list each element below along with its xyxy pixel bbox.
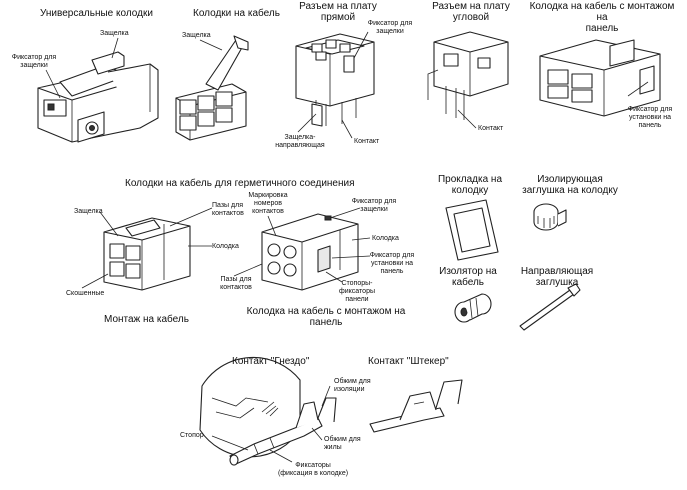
label-latch-retainer-1: Фиксатор для защелки bbox=[11, 54, 57, 69]
label-contact-2: Контакт bbox=[478, 125, 504, 132]
label-contact-1: Контакт bbox=[354, 138, 380, 145]
title-plug: Изолирующая заглушка на колодку bbox=[522, 174, 618, 196]
guide-plug-drawing bbox=[519, 283, 581, 331]
board-angle-drawing bbox=[427, 31, 509, 120]
label-housing-2: Колодка bbox=[372, 235, 399, 242]
gasket-drawing bbox=[445, 199, 499, 261]
label-panel-stoppers: Стопоры- фиксаторы панели bbox=[339, 280, 375, 303]
title-guide-plug: Направляющая заглушка bbox=[520, 266, 594, 288]
cable-housing-drawing bbox=[175, 35, 249, 141]
plug-drawing bbox=[533, 203, 567, 231]
pin-contact-drawing bbox=[369, 379, 463, 433]
label-contact-slots-1: Пазы для контактов bbox=[212, 202, 244, 217]
label-latch-2: Защелка bbox=[182, 32, 211, 39]
title-insulator: Изолятор на кабель bbox=[439, 266, 497, 288]
title-panel-cable: Колодка на кабель с монтажом на панель bbox=[529, 1, 675, 34]
label-latch-guide: Защелка- направляющая bbox=[275, 134, 325, 149]
insulator-drawing bbox=[454, 293, 492, 323]
label-latch-retainer-3: Фиксатор для защелки bbox=[351, 198, 397, 213]
label-latch-1: Защелка bbox=[100, 30, 129, 37]
title-sealed: Колодки на кабель для герметичного соеди… bbox=[125, 178, 355, 189]
title-socket: Контакт "Гнездо" bbox=[232, 356, 310, 367]
title-panel-cable-2: Колодка на кабель с монтажом на панель bbox=[246, 306, 406, 328]
universal-housing-drawing bbox=[37, 51, 159, 143]
leader-lines bbox=[45, 31, 649, 463]
label-number-marking: Маркировка номеров контактов bbox=[248, 192, 288, 215]
title-cable-mount: Монтаж на кабель bbox=[104, 314, 189, 325]
panel-cable-drawing bbox=[539, 39, 661, 117]
title-gasket: Прокладка на колодку bbox=[437, 174, 503, 196]
label-latch-retainer-2: Фиксатор для защелки bbox=[367, 20, 413, 35]
label-panel-retainer-1: Фиксатор для установки на панель bbox=[627, 106, 673, 129]
label-retainers: Фиксаторы (фиксация в колодке) bbox=[277, 462, 349, 477]
board-straight-drawing bbox=[295, 33, 375, 127]
sealed-housing-drawing bbox=[103, 217, 191, 291]
title-board-straight: Разъем на плату прямой bbox=[299, 1, 377, 23]
label-housing-1: Колодка bbox=[212, 243, 239, 250]
label-contact-slots-2: Пазы для контактов bbox=[220, 276, 252, 291]
socket-contact-drawing bbox=[199, 356, 337, 466]
title-cable: Колодки на кабель bbox=[193, 8, 280, 19]
label-panel-retainer-2: Фиксатор для установки на панель bbox=[369, 252, 415, 275]
title-board-angle: Разъем на плату угловой bbox=[432, 1, 510, 23]
title-universal: Универсальные колодки bbox=[40, 8, 153, 19]
label-wire-crimp: Обжим для жилы bbox=[324, 436, 361, 451]
label-latch-3: Защелка bbox=[74, 208, 103, 215]
label-insulation-crimp: Обжим для изоляции bbox=[334, 378, 371, 393]
label-stopper: Стопор bbox=[180, 432, 204, 439]
title-pin: Контакт "Штекер" bbox=[368, 356, 449, 367]
sealed-panel-drawing bbox=[261, 213, 359, 291]
label-beveled: Скошенные bbox=[66, 290, 105, 297]
